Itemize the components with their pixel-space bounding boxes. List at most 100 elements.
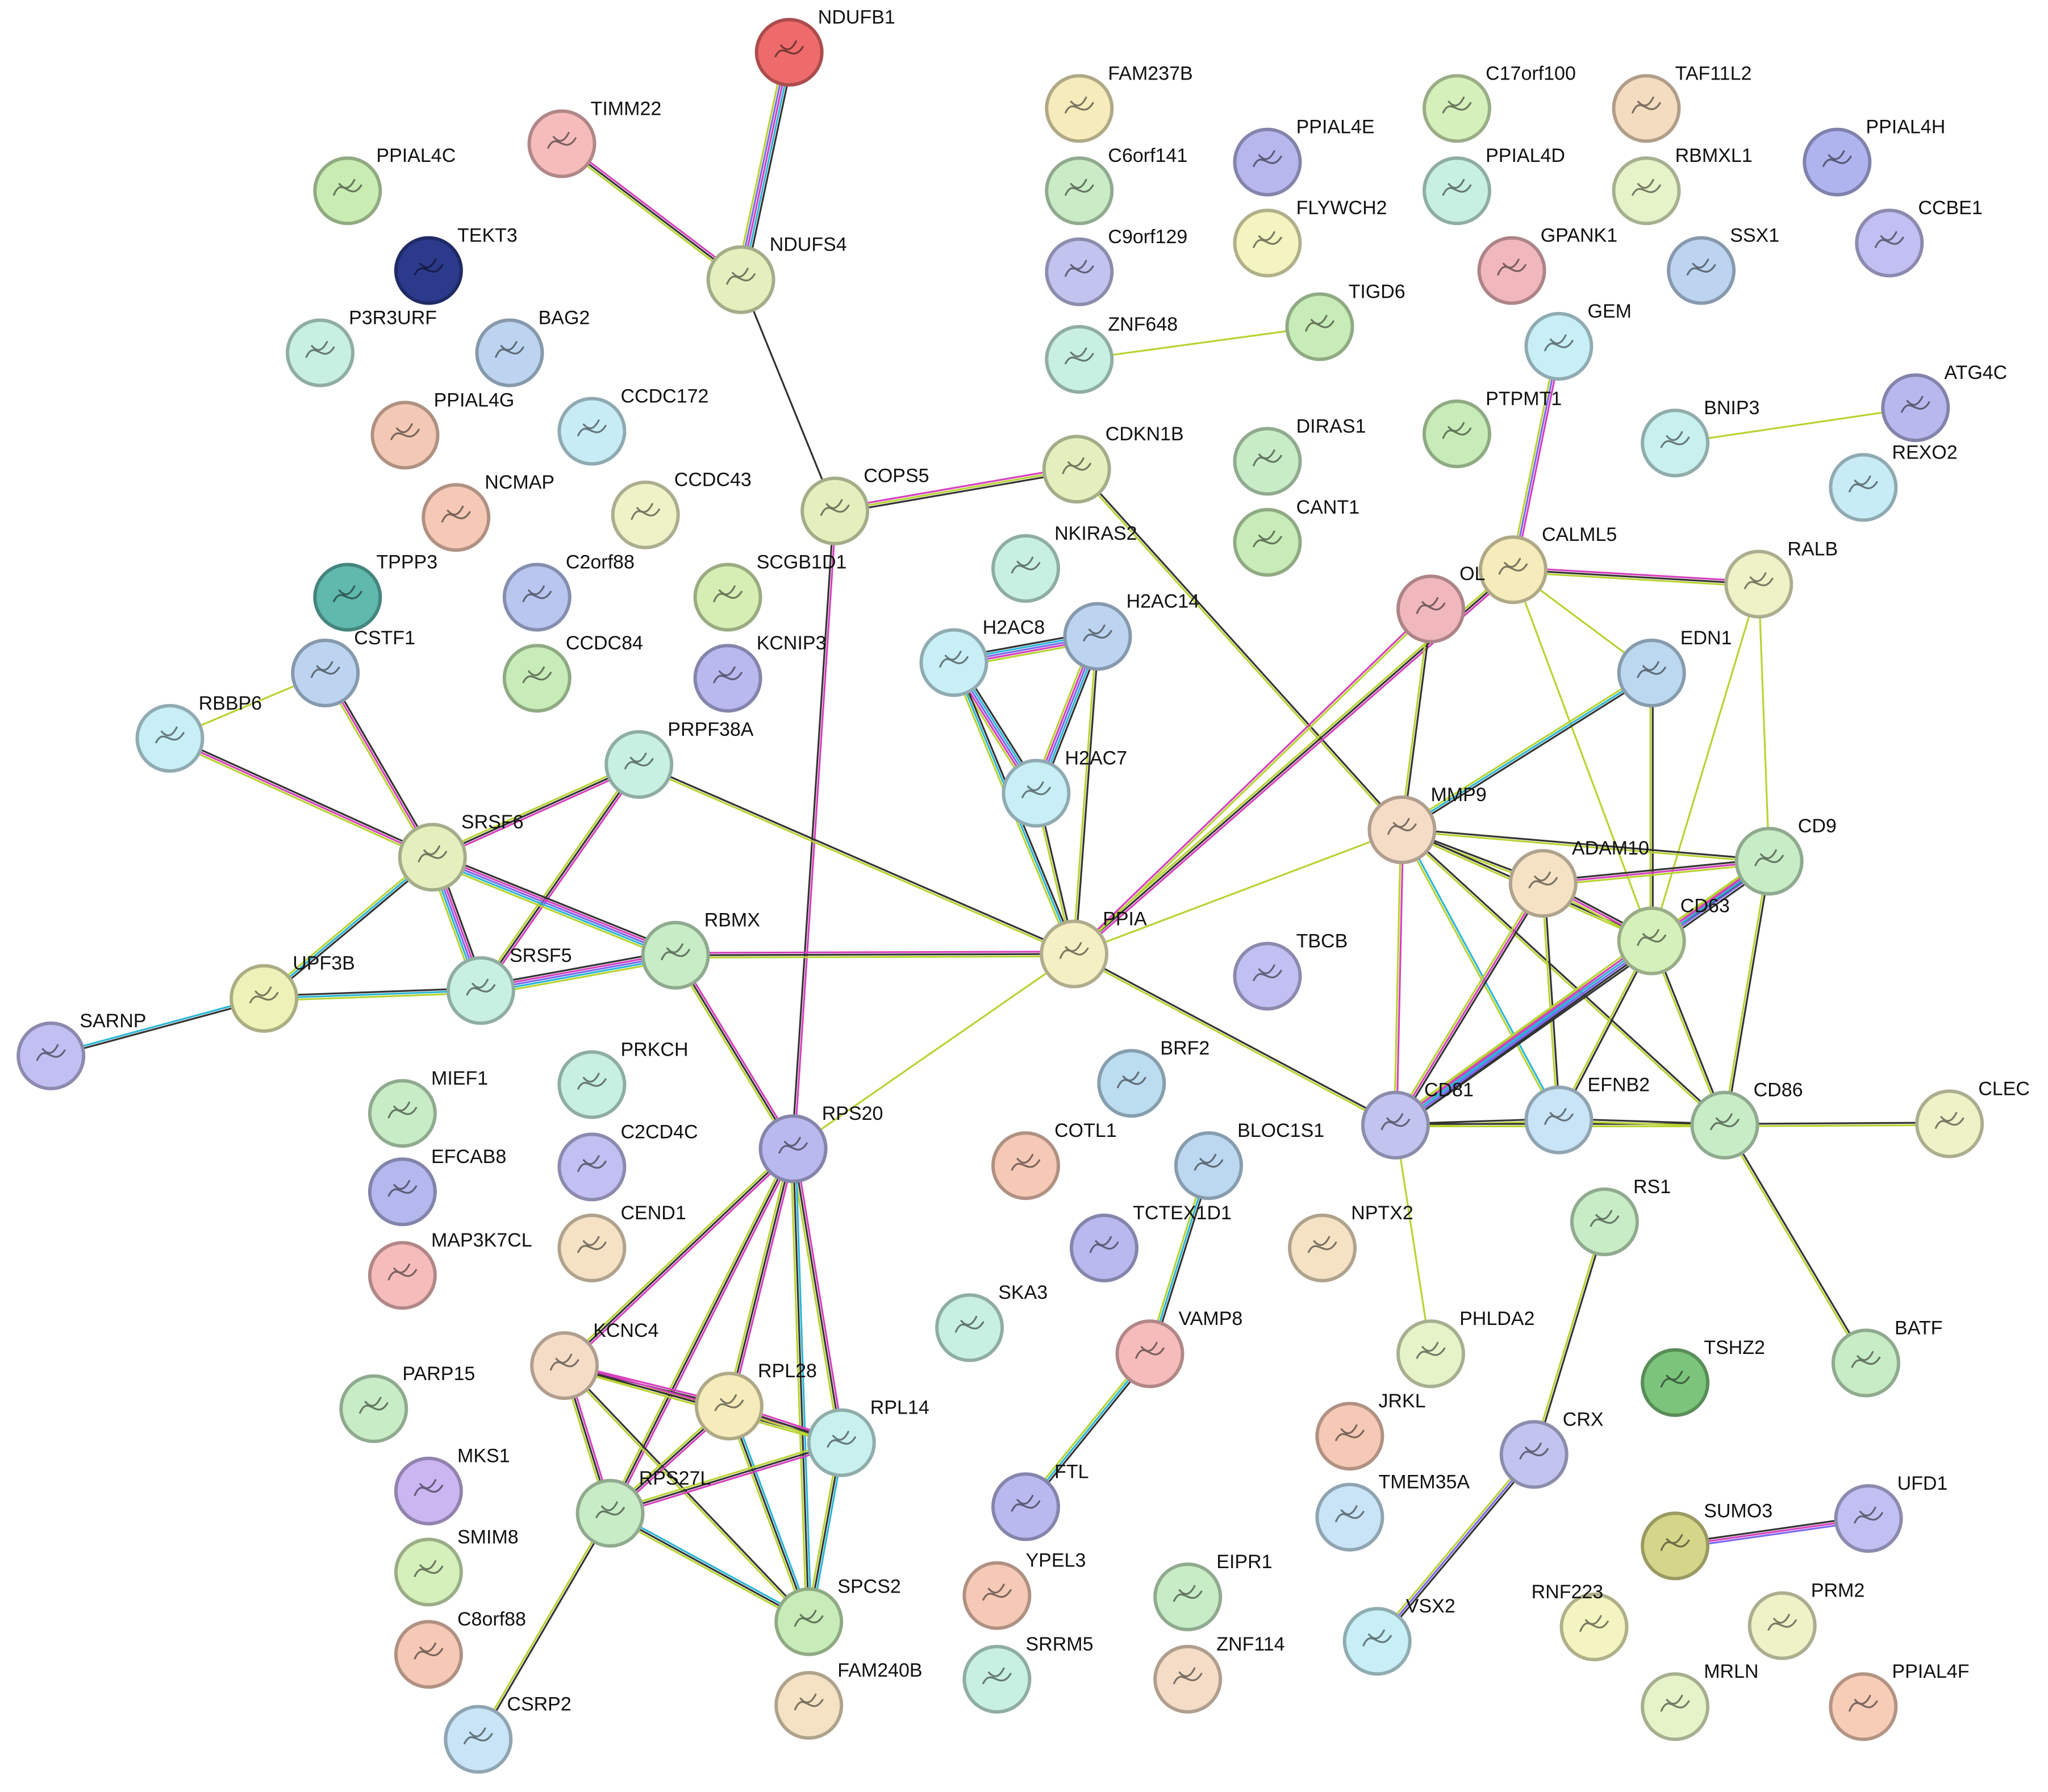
node-jrkl[interactable]: JRKL <box>1315 1390 1426 1471</box>
node-rpl28[interactable]: RPL28 <box>694 1360 817 1441</box>
node-kcnc4[interactable]: KCNC4 <box>530 1320 658 1400</box>
node-rps27l[interactable]: RPS27L <box>575 1468 711 1548</box>
node-edn1[interactable]: EDN1 <box>1617 627 1732 707</box>
node-tbcb[interactable]: TBCB <box>1233 931 1348 1011</box>
node-cops5[interactable]: COPS5 <box>800 465 929 545</box>
node-rps20[interactable]: RPS20 <box>758 1103 883 1183</box>
node-prkch[interactable]: PRKCH <box>557 1039 689 1119</box>
node-cdkn1b[interactable]: CDKN1B <box>1042 423 1184 504</box>
node-adam10[interactable]: ADAM10 <box>1508 837 1649 918</box>
node-ccdc172[interactable]: CCDC172 <box>557 385 708 466</box>
node-h2ac14[interactable]: H2AC14 <box>1063 591 1200 671</box>
node-phlda2[interactable]: PHLDA2 <box>1396 1308 1534 1389</box>
node-cd63[interactable]: CD63 <box>1617 895 1730 976</box>
node-flywch2[interactable]: FLYWCH2 <box>1233 197 1387 278</box>
node-vsx2[interactable]: VSX2 <box>1342 1595 1455 1676</box>
node-efcab8[interactable]: EFCAB8 <box>368 1146 506 1227</box>
node-brf2[interactable]: BRF2 <box>1097 1037 1209 1118</box>
node-cotl1[interactable]: COTL1 <box>991 1120 1117 1201</box>
node-circle[interactable] <box>1285 292 1354 361</box>
node-scgb1d1[interactable]: SCGB1D1 <box>693 552 847 632</box>
node-map3k7cl[interactable]: MAP3K7CL <box>368 1230 532 1310</box>
node-rexo2[interactable]: REXO2 <box>1829 441 1958 522</box>
node-cant1[interactable]: CANT1 <box>1233 497 1360 577</box>
node-timm22[interactable]: TIMM22 <box>527 98 662 178</box>
node-sarnp[interactable]: SARNP <box>16 1010 146 1090</box>
node-mks1[interactable]: MKS1 <box>394 1445 510 1526</box>
node-sumo3[interactable]: SUMO3 <box>1641 1500 1772 1581</box>
node-c2orf88[interactable]: C2orf88 <box>502 552 635 632</box>
node-gpank1[interactable]: GPANK1 <box>1477 225 1618 305</box>
node-nptx2[interactable]: NPTX2 <box>1288 1202 1413 1282</box>
node-ssx1[interactable]: SSX1 <box>1667 225 1779 305</box>
node-prm2[interactable]: PRM2 <box>1747 1580 1865 1660</box>
node-h2ac7[interactable]: H2AC7 <box>1002 748 1127 828</box>
node-mief1[interactable]: MIEF1 <box>368 1068 488 1148</box>
node-tekt3[interactable]: TEKT3 <box>394 225 518 305</box>
node-ndufb1[interactable]: NDUFB1 <box>754 6 895 87</box>
node-ppia[interactable]: PPIA <box>1040 908 1147 989</box>
node-smim8[interactable]: SMIM8 <box>394 1526 519 1607</box>
node-ska3[interactable]: SKA3 <box>935 1282 1048 1362</box>
node-ralb[interactable]: RALB <box>1724 539 1838 619</box>
node-ccbe1[interactable]: CCBE1 <box>1855 197 1983 278</box>
node-crx[interactable]: CRX <box>1499 1408 1604 1489</box>
node-ppial4c[interactable]: PPIAL4C <box>313 145 456 226</box>
node-cd9[interactable]: CD9 <box>1734 815 1837 896</box>
node-circle[interactable] <box>1367 795 1437 864</box>
node-rnf223[interactable]: RNF223 <box>1532 1581 1629 1661</box>
node-rbmx[interactable]: RBMX <box>641 910 760 990</box>
node-bag2[interactable]: BAG2 <box>475 307 590 387</box>
node-cend1[interactable]: CEND1 <box>557 1202 686 1282</box>
node-circle[interactable] <box>313 156 382 226</box>
node-ppial4h[interactable]: PPIAL4H <box>1803 116 1945 197</box>
node-bloc1s1[interactable]: BLOC1S1 <box>1174 1120 1324 1201</box>
node-srrm5[interactable]: SRRM5 <box>962 1633 1094 1714</box>
node-c8orf88[interactable]: C8orf88 <box>394 1608 526 1689</box>
node-bnip3[interactable]: BNIP3 <box>1641 397 1759 478</box>
node-circle[interactable] <box>1396 574 1465 644</box>
node-tppp3[interactable]: TPPP3 <box>313 552 437 632</box>
node-circle[interactable] <box>1559 1593 1629 1661</box>
node-calml5[interactable]: CALML5 <box>1478 524 1617 605</box>
node-ptpmt1[interactable]: PTPMT1 <box>1423 388 1562 469</box>
node-upf3b[interactable]: UPF3B <box>230 953 355 1033</box>
node-nkiras2[interactable]: NKIRAS2 <box>991 523 1137 603</box>
node-circle[interactable] <box>1641 1348 1710 1417</box>
node-circle[interactable] <box>1040 919 1109 989</box>
node-parp15[interactable]: PARP15 <box>339 1363 475 1443</box>
node-rbbp6[interactable]: RBBP6 <box>135 693 262 773</box>
node-fam237b[interactable]: FAM237B <box>1045 62 1193 143</box>
node-vamp8[interactable]: VAMP8 <box>1115 1308 1243 1389</box>
node-c17orf100[interactable]: C17orf100 <box>1423 62 1576 143</box>
node-circle[interactable] <box>1829 1672 1898 1741</box>
node-batf[interactable]: BATF <box>1831 1317 1942 1398</box>
node-diras1[interactable]: DIRAS1 <box>1233 415 1366 496</box>
node-srsf6[interactable]: SRSF6 <box>398 811 524 892</box>
node-c6orf141[interactable]: C6orf141 <box>1045 145 1187 226</box>
node-kcnip3[interactable]: KCNIP3 <box>693 632 827 713</box>
node-clec[interactable]: CLEC <box>1915 1078 2030 1158</box>
node-circle[interactable] <box>1042 435 1111 504</box>
node-mrln[interactable]: MRLN <box>1641 1661 1759 1741</box>
node-ccdc43[interactable]: CCDC43 <box>611 469 752 549</box>
node-circle[interactable] <box>1233 427 1302 496</box>
node-ppial4e[interactable]: PPIAL4E <box>1233 116 1375 197</box>
node-rpl14[interactable]: RPL14 <box>807 1397 929 1477</box>
node-ufd1[interactable]: UFD1 <box>1834 1473 1948 1553</box>
node-c2cd4c[interactable]: C2CD4C <box>557 1121 698 1202</box>
node-ndufs4[interactable]: NDUFS4 <box>706 234 847 314</box>
node-circle[interactable] <box>1477 236 1546 305</box>
node-fam240b[interactable]: FAM240B <box>774 1660 923 1740</box>
node-circle[interactable] <box>1115 1319 1184 1389</box>
node-ol[interactable]: OL <box>1396 563 1485 644</box>
node-ftl[interactable]: FTL <box>991 1461 1089 1541</box>
node-ypel3[interactable]: YPEL3 <box>962 1550 1086 1630</box>
node-cstf1[interactable]: CSTF1 <box>291 627 415 707</box>
node-eipr1[interactable]: EIPR1 <box>1153 1551 1273 1632</box>
node-gem[interactable]: GEM <box>1524 301 1632 381</box>
node-srsf5[interactable]: SRSF5 <box>446 945 572 1025</box>
node-ppial4d[interactable]: PPIAL4D <box>1423 145 1565 226</box>
node-circle[interactable] <box>611 480 680 549</box>
node-ppial4g[interactable]: PPIAL4G <box>370 389 515 470</box>
